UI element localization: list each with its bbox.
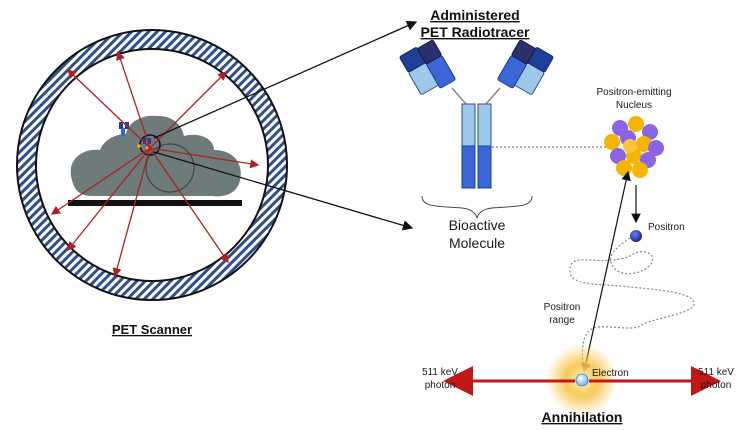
nucleus-label-line2: Nucleus [616, 100, 652, 111]
photon-right-label-line2: photon [701, 380, 732, 391]
photon-left-label-line2: photon [425, 380, 456, 391]
photon-left-label-line1: 511 keV [422, 367, 458, 378]
radiotracer-title-line2: PET Radiotracer [421, 24, 530, 40]
nucleus-label-line1: Positron-emitting [596, 87, 671, 98]
radiotracer-title-line1: Administered [430, 7, 519, 23]
range-label-line2: range [549, 315, 575, 326]
brace [421, 195, 533, 219]
positron-range-arrow [581, 170, 631, 374]
nucleus-icon [604, 116, 664, 178]
electron-icon [575, 373, 589, 387]
patient-table [68, 200, 242, 206]
bioactive-label-line2: Molecule [449, 235, 505, 251]
bioactive-label-line1: Bioactive [449, 217, 506, 233]
lines-of-response [50, 50, 260, 278]
positron-icon [630, 230, 642, 242]
photon-right-label-line1: 511 keV [698, 367, 734, 378]
antibody-icon [399, 39, 554, 189]
callout-arrow-molecule [153, 151, 414, 231]
range-label-line1: Positron [544, 302, 581, 313]
callout-arrow-radiotracer [153, 20, 418, 139]
pet-scanner-title: PET Scanner [112, 322, 192, 337]
electron-label: Electron [592, 368, 629, 379]
positron-label: Positron [648, 222, 685, 233]
annihilation-title: Annihilation [542, 409, 623, 425]
